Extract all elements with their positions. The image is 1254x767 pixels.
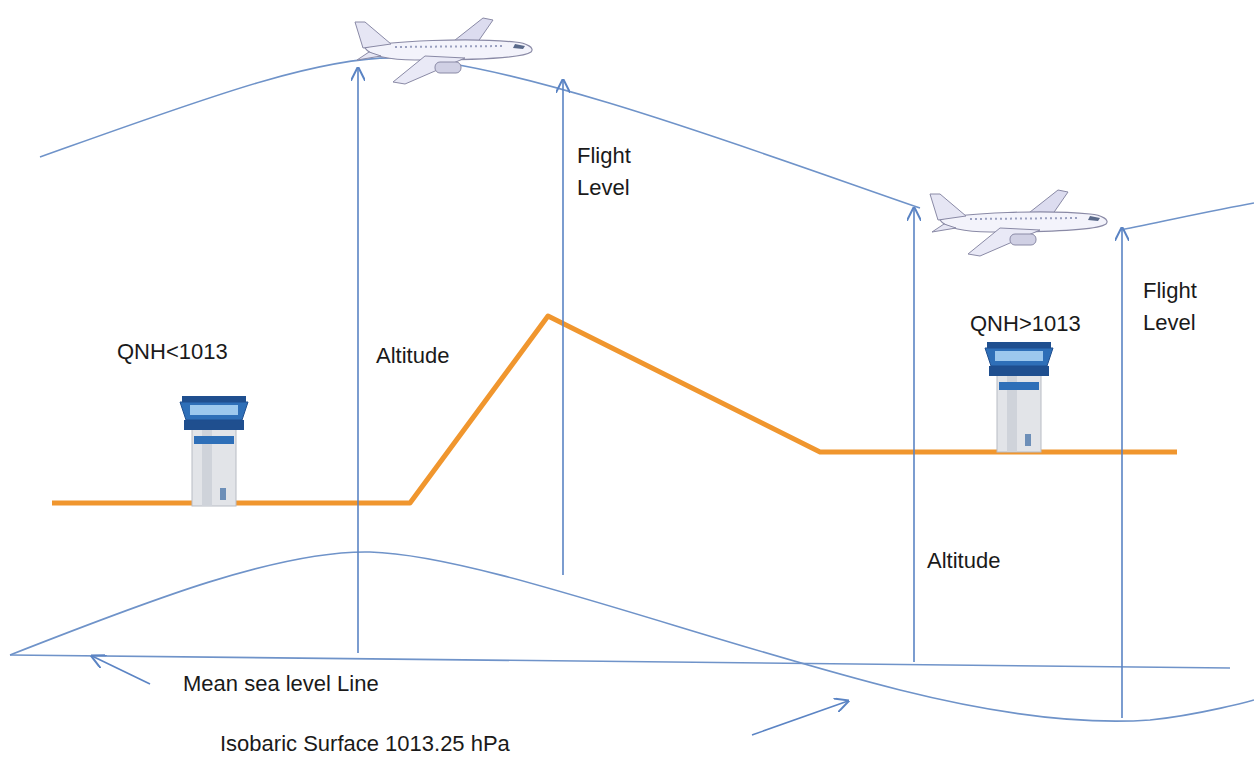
altitude-label: Altitude <box>927 545 1000 577</box>
flight-level-label: Flight Level <box>577 140 631 204</box>
flight-level-label: Flight Level <box>1143 275 1197 339</box>
qnh-label: QNH<1013 <box>117 336 228 368</box>
altitude-label: Altitude <box>376 340 449 372</box>
axis-label: Mean sea level Line <box>183 668 379 700</box>
surface-label: Isobaric Surface 1013.25 hPa <box>220 728 510 760</box>
qnh-label: QNH>1013 <box>970 308 1081 340</box>
